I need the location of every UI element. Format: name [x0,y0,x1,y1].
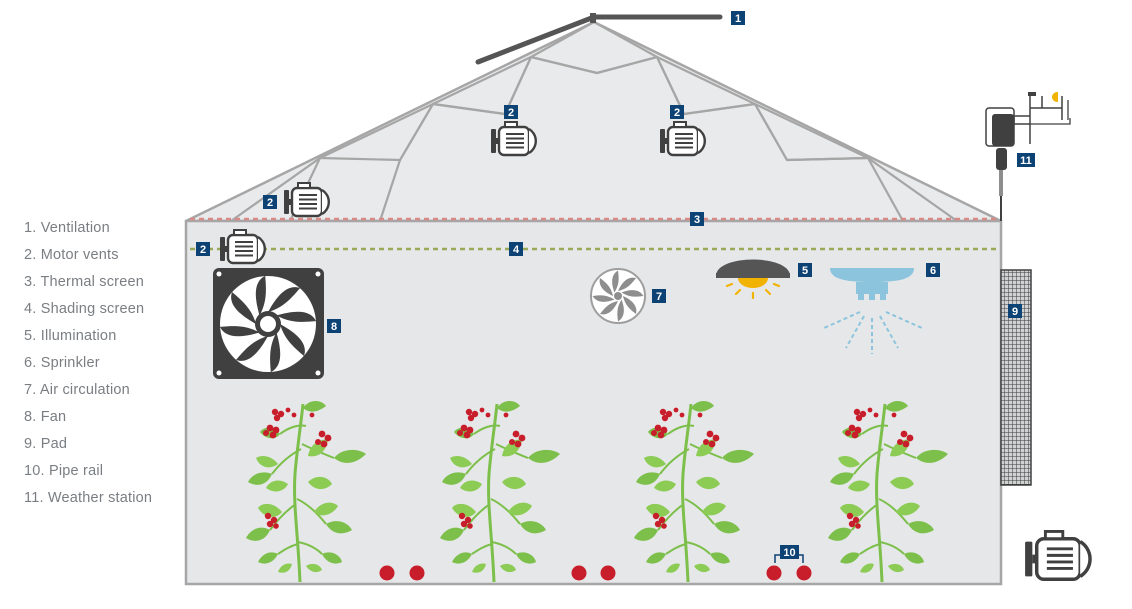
tag-illumination: 5 [798,263,812,277]
legend-item-sprinkler: 6. Sprinkler [24,355,100,371]
tag-label: 11 [1020,155,1032,167]
legend-item-thermal-screen: 3. Thermal screen [24,274,144,290]
exhaust-fan-icon [213,268,324,379]
tag-label: 2 [674,107,680,119]
tag-motor-vents: 2 [263,195,277,209]
motor-vent-icon [1023,529,1092,582]
sprinkler-icon [823,268,923,354]
weather-station-icon [985,92,1071,221]
tag-motor-vents: 2 [196,242,210,256]
tag-shading-screen: 4 [509,242,523,256]
tag-label: 6 [930,265,936,277]
pipe-rail [379,565,812,581]
tag-label: 5 [802,265,808,277]
tag-ventilation: 1 [731,11,745,25]
tag-label: 4 [513,244,520,256]
tag-label: 2 [267,197,273,209]
tag-label: 9 [1012,306,1018,318]
tag-motor-vents: 2 [504,105,518,119]
tag-motor-vents: 2 [670,105,684,119]
tag-weather-station: 11 [1017,153,1035,167]
legend-item-fan: 8. Fan [24,409,67,425]
legend-item-air-circulation: 7. Air circulation [24,382,130,398]
legend-item-illumination: 5. Illumination [24,328,117,344]
legend-list: 1. Ventilation 2. Motor vents 3. Thermal… [24,218,152,515]
legend-item-ventilation: 1. Ventilation [24,220,110,236]
legend-item-pipe-rail: 10. Pipe rail [24,463,104,479]
tag-label: 3 [694,214,700,226]
tag-air-circulation: 7 [652,289,666,303]
tag-pad: 9 [1008,304,1022,318]
tag-sprinkler: 6 [926,263,940,277]
air-circulation-fan-icon [590,268,646,324]
grow-lamp-icon [716,259,790,300]
tag-label: 2 [200,244,206,256]
legend-item-pad: 9. Pad [24,436,68,452]
tag-thermal-screen: 3 [690,212,704,226]
roof-truss [230,21,958,222]
tag-label: 10 [783,547,795,559]
legend-item-weather-station: 11. Weather station [24,490,153,506]
tag-fan: 8 [327,319,341,333]
cooling-pad [1000,269,1032,486]
legend-item-shading-screen: 4. Shading screen [24,301,145,317]
tag-label: 1 [735,13,741,25]
tag-label: 7 [656,291,662,303]
tag-pipe-rail: 10 [780,545,799,559]
ventilation-window [475,13,723,65]
tag-label: 8 [331,321,337,333]
legend-item-motor-vents: 2. Motor vents [24,247,119,263]
tag-label: 2 [508,107,514,119]
